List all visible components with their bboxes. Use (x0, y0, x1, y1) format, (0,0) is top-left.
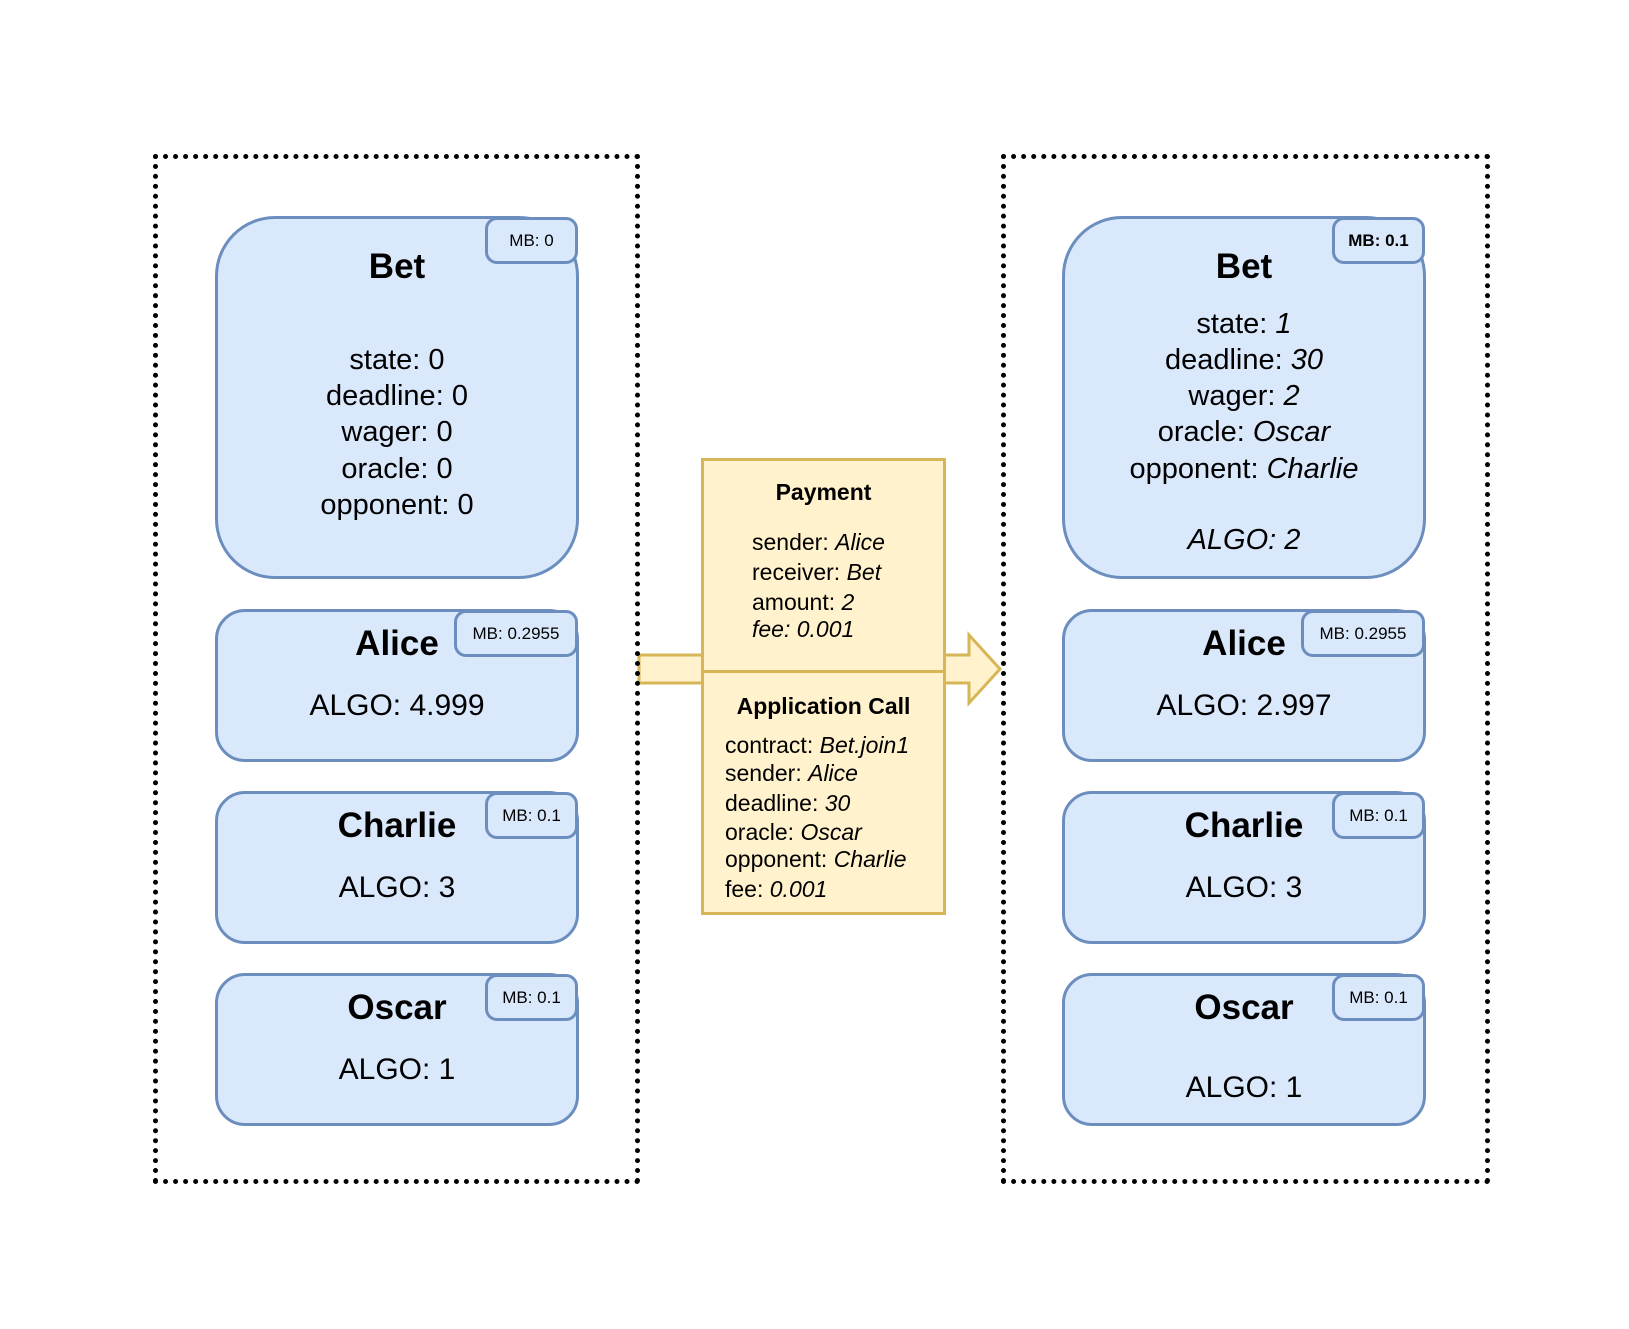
after-alice-account: MB: 0.2955 Alice ALGO: 2.997 (1062, 609, 1426, 762)
transaction-title: Application Call (736, 693, 911, 719)
application-call-transaction: Application Call contract: Bet.join1 sen… (701, 670, 946, 915)
wager-field: wager: 2 (1188, 380, 1300, 412)
state-field: state: 1 (1196, 308, 1292, 340)
state-field: state: 0 (349, 344, 445, 376)
account-title: Oscar (1194, 988, 1294, 1027)
before-oscar-account: MB: 0.1 Oscar ALGO: 1 (215, 973, 579, 1126)
payment-transaction: Payment sender: Alice receiver: Bet amou… (701, 458, 946, 673)
before-charlie-account: MB: 0.1 Charlie ALGO: 3 (215, 791, 579, 944)
oracle-field: oracle: 0 (341, 453, 453, 485)
fee-field: fee: 0.001 (725, 876, 828, 902)
min-balance-badge: MB: 0.1 (1332, 792, 1425, 839)
wager-field: wager: 0 (341, 416, 453, 448)
oracle-field: oracle: Oscar (725, 819, 862, 845)
min-balance-badge: MB: 0.2955 (1301, 610, 1425, 657)
fee-field: fee: 0.001 (752, 616, 855, 642)
sender-field: sender: Alice (725, 760, 858, 786)
algo-balance: ALGO: 3 (338, 871, 456, 904)
deadline-field: deadline: 0 (326, 380, 468, 412)
account-title: Bet (368, 247, 426, 286)
algo-balance: ALGO: 2 (1187, 524, 1301, 556)
min-balance-badge: MB: 0 (485, 217, 578, 264)
after-state-frame (1001, 154, 1490, 1184)
after-bet-account: MB: 0.1 Bet state: 1 deadline: 30 wager:… (1062, 216, 1426, 579)
amount-field: amount: 2 (752, 589, 855, 615)
receiver-field: receiver: Bet (752, 559, 882, 585)
algo-balance: ALGO: 1 (1185, 1071, 1303, 1104)
min-balance-badge: MB: 0.1 (485, 792, 578, 839)
min-balance-badge: MB: 0.1 (1332, 974, 1425, 1021)
after-charlie-account: MB: 0.1 Charlie ALGO: 3 (1062, 791, 1426, 944)
deadline-field: deadline: 30 (1164, 344, 1324, 376)
account-title: Charlie (337, 806, 457, 845)
min-balance-badge: MB: 0.1 (485, 974, 578, 1021)
opponent-field: opponent: 0 (320, 489, 474, 521)
account-title: Bet (1215, 247, 1273, 286)
opponent-field: opponent: Charlie (725, 846, 907, 872)
after-oscar-account: MB: 0.1 Oscar ALGO: 1 (1062, 973, 1426, 1126)
account-title: Charlie (1184, 806, 1304, 845)
algo-balance: ALGO: 2.997 (1156, 689, 1332, 722)
oracle-field: oracle: Oscar (1157, 416, 1331, 448)
min-balance-badge: MB: 0.1 (1332, 217, 1425, 264)
before-alice-account: MB: 0.2955 Alice ALGO: 4.999 (215, 609, 579, 762)
account-title: Alice (1202, 624, 1286, 663)
algo-balance: ALGO: 4.999 (309, 689, 485, 722)
algo-balance: ALGO: 1 (338, 1053, 456, 1086)
deadline-field: deadline: 30 (725, 790, 851, 816)
account-title: Oscar (347, 988, 447, 1027)
opponent-field: opponent: Charlie (1129, 453, 1359, 485)
before-state-frame (153, 154, 640, 1184)
algo-balance: ALGO: 3 (1185, 871, 1303, 904)
contract-field: contract: Bet.join1 (725, 732, 910, 758)
min-balance-badge: MB: 0.2955 (454, 610, 578, 657)
transaction-title: Payment (775, 479, 872, 505)
account-title: Alice (355, 624, 439, 663)
before-bet-account: MB: 0 Bet state: 0 deadline: 0 wager: 0 … (215, 216, 579, 579)
sender-field: sender: Alice (752, 529, 885, 555)
